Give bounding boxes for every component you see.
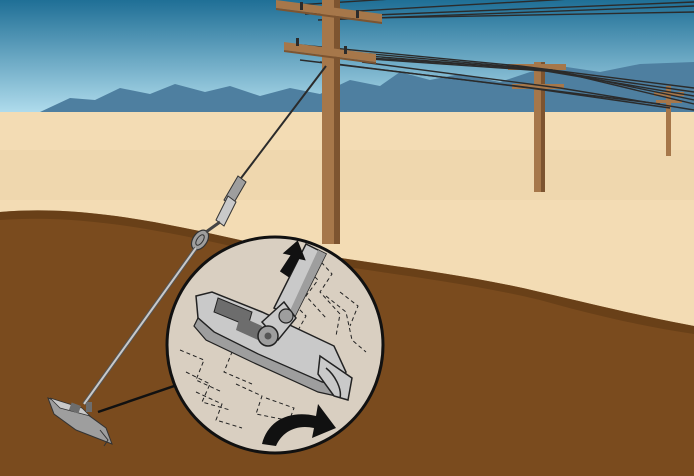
utility-pole-icon [276,0,382,244]
inset-frame [165,235,385,455]
turnbuckle-icon [190,175,247,251]
up-arrow-icon [279,240,306,278]
ground-anchor-icon [47,397,113,447]
plain-band [0,150,694,200]
anchor-detail-inset [165,235,385,455]
callout-leader-line [97,380,187,414]
rotate-arrow-icon [262,404,336,446]
guy-wire-icon [231,65,327,191]
mountain-range [40,62,694,112]
power-lines [279,0,694,111]
distant-pole-far [654,86,684,156]
anchor-rod [82,246,198,406]
distant-pole-mid [508,62,566,192]
